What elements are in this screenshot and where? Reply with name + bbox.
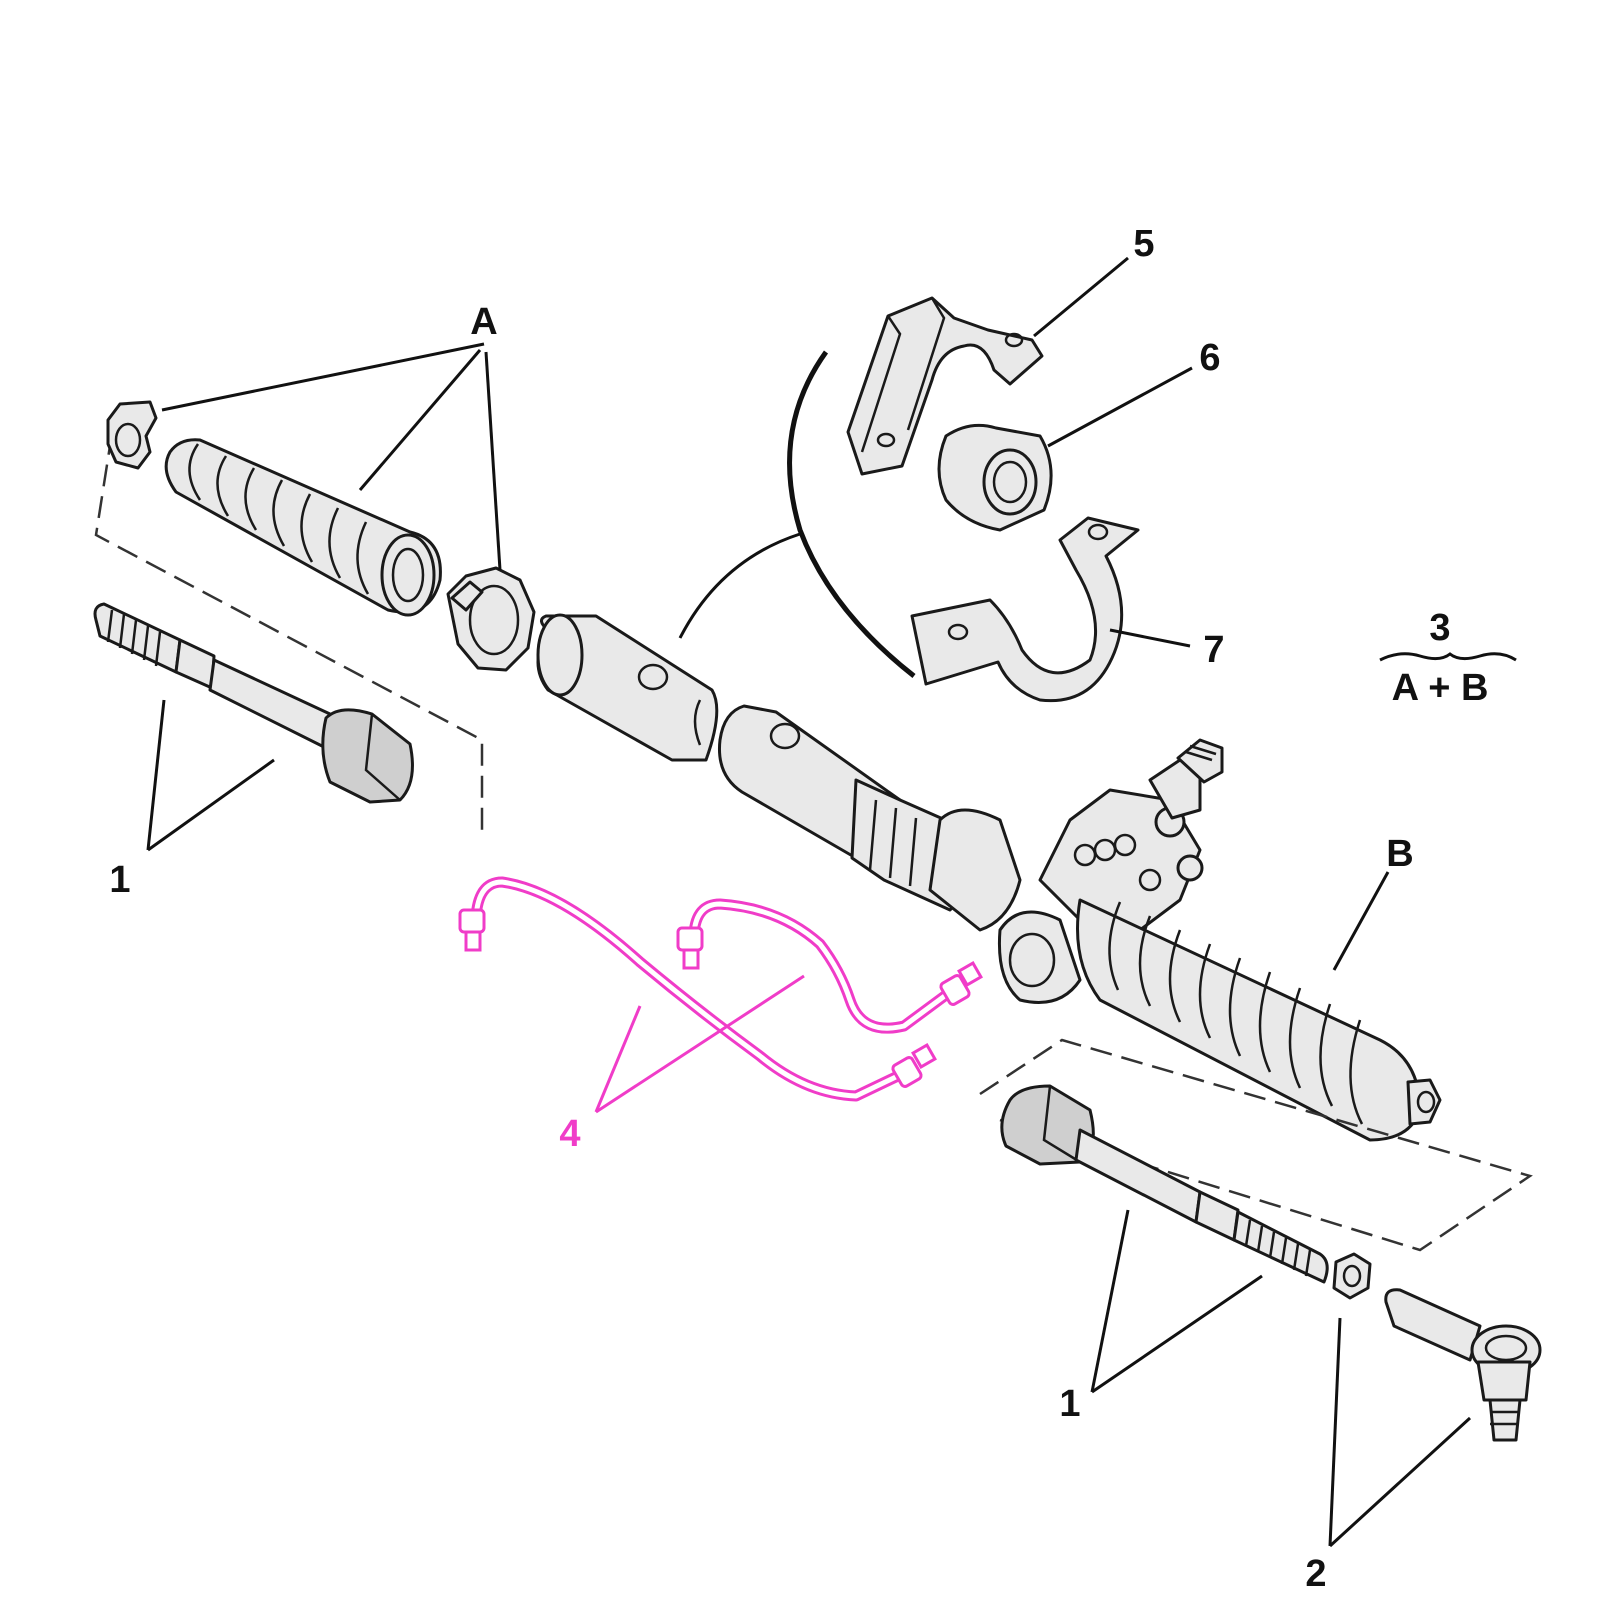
- label-a: A: [470, 301, 497, 343]
- label-3: 3: [1429, 607, 1450, 649]
- detail-inset-arc: [678, 350, 916, 678]
- label-5: 5: [1133, 223, 1154, 265]
- label-4: 4: [559, 1113, 580, 1155]
- right-housing-end: [997, 910, 1082, 1004]
- lock-nut: [1332, 1252, 1372, 1300]
- mounting-clamp-lower: [910, 516, 1140, 703]
- label-1-left: 1: [109, 859, 130, 901]
- label-2: 2: [1305, 1553, 1326, 1595]
- label-6: 6: [1199, 337, 1220, 379]
- right-steering-boot: [1076, 898, 1442, 1142]
- rack-tube-sleeve: [536, 613, 719, 762]
- right-tie-rod: [1000, 1084, 1329, 1284]
- right-dashed-outline: [979, 1038, 1533, 1252]
- tie-rod-end: [1384, 1288, 1542, 1442]
- label-b: B: [1386, 833, 1413, 875]
- leader-lines: [146, 256, 1517, 1548]
- left-tie-rod: [93, 602, 414, 804]
- mounting-clamp-upper: [846, 296, 1044, 476]
- left-dashed-outline: [94, 432, 484, 832]
- left-steering-boot: [164, 438, 442, 617]
- label-7: 7: [1203, 629, 1224, 671]
- rubber-bush: [937, 423, 1053, 532]
- label-1-right: 1: [1059, 1383, 1080, 1425]
- left-large-clip: [446, 566, 536, 672]
- left-small-clip: [106, 400, 158, 470]
- label-3-formula: A + B: [1392, 667, 1489, 709]
- rack-main-tube: [717, 704, 1022, 932]
- hydraulic-pipes: [458, 876, 983, 1102]
- steering-valve-body: [1038, 738, 1224, 932]
